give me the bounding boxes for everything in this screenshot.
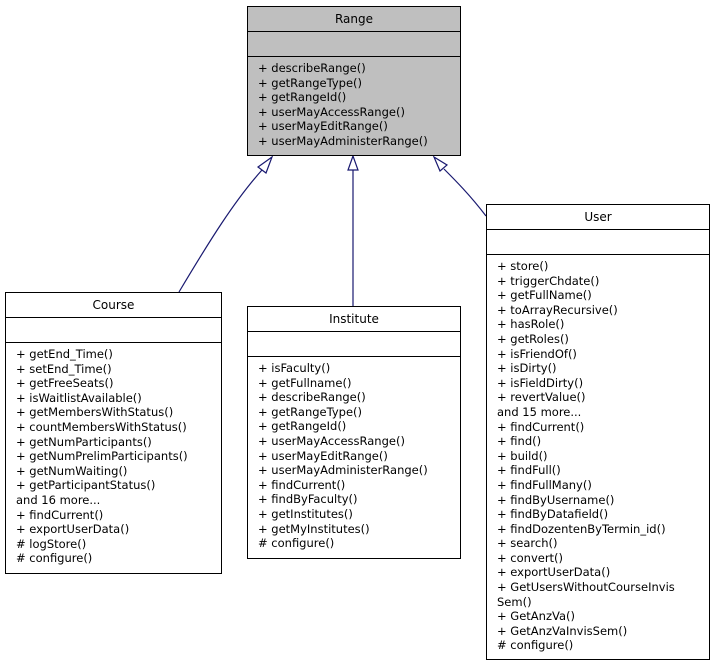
- class-institute-attributes: [248, 332, 460, 357]
- operation-item: + store(): [497, 259, 549, 273]
- class-user-attributes: [487, 230, 709, 255]
- operation-item: + isWaitlistAvailable(): [16, 390, 142, 405]
- operation-item: + userMayEditRange(): [258, 448, 388, 463]
- operation-item: + getMyInstitutes(): [258, 521, 370, 536]
- operation-item: + isFaculty(): [258, 361, 331, 375]
- operation-item: + exportUserData(): [497, 565, 611, 580]
- operation-item: + GetUsersWithoutCourseInvis: [497, 580, 675, 595]
- operation-item: + findByDatafield(): [497, 507, 609, 522]
- operation-item: + userMayAdministerRange(): [258, 463, 428, 478]
- operation-item: and 16 more...: [16, 492, 101, 507]
- operation-item: + getRangeType(): [258, 75, 363, 90]
- operation-item: + describeRange(): [258, 61, 366, 75]
- class-course-operations: + getEnd_Time()+ setEnd_Time()+ getFreeS…: [6, 343, 221, 566]
- operation-item: + getFullName(): [497, 288, 592, 303]
- operation-item: + findByUsername(): [497, 492, 615, 507]
- class-course-attributes: [6, 318, 221, 343]
- operation-item: + revertValue(): [497, 390, 586, 405]
- operation-item: + isDirty(): [497, 361, 557, 376]
- operation-item: + findByFaculty(): [258, 492, 358, 507]
- class-user[interactable]: User + store()+ triggerChdate()+ getFull…: [486, 204, 710, 660]
- operation-item: + findDozentenByTermin_id(): [497, 521, 666, 536]
- operation-item: + getNumParticipants(): [16, 434, 152, 449]
- operation-item: Sem(): [497, 594, 532, 609]
- arrowhead-user-range: [432, 155, 449, 172]
- operation-item: + describeRange(): [258, 390, 366, 405]
- operation-item: + getEnd_Time(): [16, 347, 113, 361]
- operation-item: + userMayAdministerRange(): [258, 133, 428, 148]
- operation-item: # configure(): [258, 536, 335, 551]
- operation-item: # logStore(): [16, 536, 87, 551]
- class-institute-operations: + isFaculty()+ getFullname()+ describeRa…: [248, 357, 460, 551]
- class-institute[interactable]: Institute + isFaculty()+ getFullname()+ …: [247, 306, 461, 559]
- arrowhead-institute-range: [347, 154, 359, 171]
- operation-item: + getNumPrelimParticipants(): [16, 449, 188, 464]
- class-range-operations: + describeRange()+ getRangeType()+ getRa…: [248, 57, 460, 149]
- operation-item: + getRoles(): [497, 331, 569, 346]
- operation-item: + convert(): [497, 550, 564, 565]
- class-institute-name: Institute: [248, 307, 460, 332]
- operation-item: + findFullMany(): [497, 477, 592, 492]
- operation-item: + toArrayRecursive(): [497, 302, 618, 317]
- operation-item: # configure(): [497, 638, 574, 653]
- operation-item: + findCurrent(): [258, 477, 346, 492]
- operation-item: + userMayAccessRange(): [258, 433, 405, 448]
- operation-item: + userMayAccessRange(): [258, 104, 405, 119]
- operation-item: + userMayEditRange(): [258, 119, 388, 134]
- operation-item: + GetAnzVaInvisSem(): [497, 623, 628, 638]
- operation-item: + findCurrent(): [497, 419, 585, 434]
- operation-item: + getRangeId(): [258, 419, 347, 434]
- arrowhead-course-range: [256, 155, 274, 174]
- class-course[interactable]: Course + getEnd_Time()+ setEnd_Time()+ g…: [5, 292, 222, 574]
- class-range[interactable]: Range + describeRange()+ getRangeType()+…: [247, 6, 461, 156]
- operation-item: + getRangeId(): [258, 90, 347, 105]
- operation-item: + isFriendOf(): [497, 346, 577, 361]
- operation-item: # configure(): [16, 551, 93, 566]
- class-user-operations: + store()+ triggerChdate()+ getFullName(…: [487, 255, 709, 653]
- operation-item: + getFreeSeats(): [16, 376, 114, 391]
- operation-item: + findCurrent(): [16, 507, 104, 522]
- operation-item: + getInstitutes(): [258, 506, 353, 521]
- operation-item: + build(): [497, 448, 548, 463]
- operation-item: + exportUserData(): [16, 522, 130, 537]
- operation-item: + getMembersWithStatus(): [16, 405, 174, 420]
- edge-course-range: [178, 169, 263, 293]
- operation-item: and 15 more...: [497, 404, 582, 419]
- class-range-name: Range: [248, 7, 460, 32]
- operation-item: + setEnd_Time(): [16, 361, 112, 376]
- operation-item: + getFullname(): [258, 375, 352, 390]
- class-range-attributes: [248, 32, 460, 57]
- operation-item: + search(): [497, 536, 558, 551]
- operation-item: + isFieldDirty(): [497, 375, 584, 390]
- operation-item: + findFull(): [497, 463, 561, 478]
- class-user-name: User: [487, 205, 709, 230]
- operation-item: + countMembersWithStatus(): [16, 419, 187, 434]
- operation-item: + triggerChdate(): [497, 273, 600, 288]
- operation-item: + GetAnzVa(): [497, 609, 575, 624]
- class-course-name: Course: [6, 293, 221, 318]
- operation-item: + getNumWaiting(): [16, 463, 128, 478]
- operation-item: + hasRole(): [497, 317, 565, 332]
- operation-item: + find(): [497, 434, 542, 449]
- operation-item: + getParticipantStatus(): [16, 478, 156, 493]
- edge-user-range: [443, 168, 487, 217]
- operation-item: + getRangeType(): [258, 404, 363, 419]
